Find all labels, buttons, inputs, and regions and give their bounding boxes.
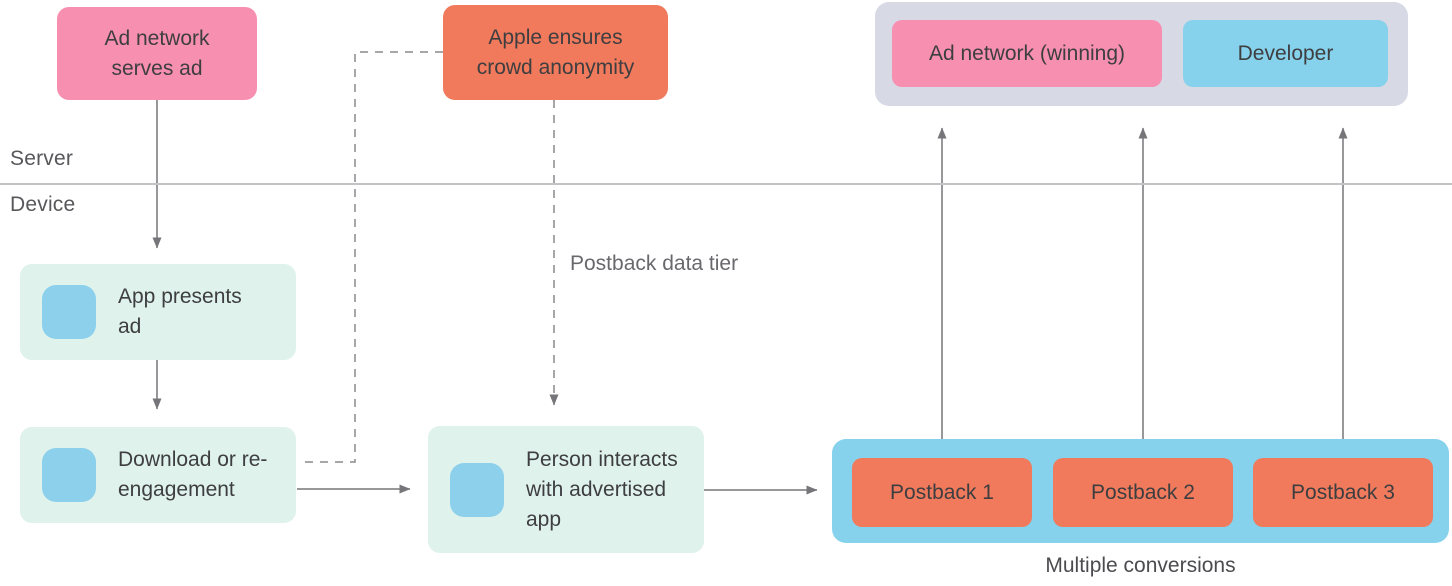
- node-ad-network-serves-ad: Ad network serves ad: [57, 7, 257, 100]
- node-ad-network-winning: Ad network (winning): [892, 20, 1162, 87]
- server-device-divider: [0, 183, 1452, 185]
- app-icon: [42, 448, 96, 502]
- server-lane-label: Server: [10, 147, 74, 170]
- node-developer: Developer: [1183, 20, 1388, 87]
- node-label: App presents ad: [118, 285, 242, 338]
- node-label: Postback 2: [1091, 480, 1195, 504]
- node-label: Developer: [1237, 41, 1334, 65]
- node-apple-ensures-crowd-anonymity: Apple ensures crowd anonymity: [443, 5, 668, 100]
- multiple-conversions-group: Postback 1 Postback 2 Postback 3: [832, 439, 1449, 543]
- multiple-conversions-label: Multiple conversions: [1045, 554, 1236, 577]
- device-lane-label: Device: [10, 193, 76, 216]
- dashed-connector-apple-to-download: [298, 51, 443, 463]
- app-icon: [42, 285, 96, 339]
- node-label: Ad network (winning): [928, 41, 1126, 65]
- node-label: Ad network serves ad: [104, 26, 210, 80]
- node-label: Postback 1: [890, 480, 994, 504]
- server-recipients-group: Ad network (winning) Developer: [875, 2, 1408, 106]
- node-label: Postback 3: [1291, 480, 1395, 504]
- node-download-or-re-engagement: Download or re-engagement: [20, 427, 296, 523]
- node-label: Apple ensures crowd anonymity: [476, 25, 635, 79]
- node-person-interacts-with-advertised-app: Person interacts with advertised app: [428, 426, 704, 553]
- postback-data-tier-label: Postback data tier: [570, 252, 739, 275]
- node-postback-3: Postback 3: [1253, 458, 1433, 527]
- node-label: Download or re-engagement: [118, 448, 268, 501]
- node-app-presents-ad: App presents ad: [20, 264, 296, 360]
- node-postback-1: Postback 1: [852, 458, 1032, 527]
- node-postback-2: Postback 2: [1053, 458, 1233, 527]
- node-label: Person interacts with advertised app: [526, 447, 678, 531]
- app-icon: [450, 462, 504, 517]
